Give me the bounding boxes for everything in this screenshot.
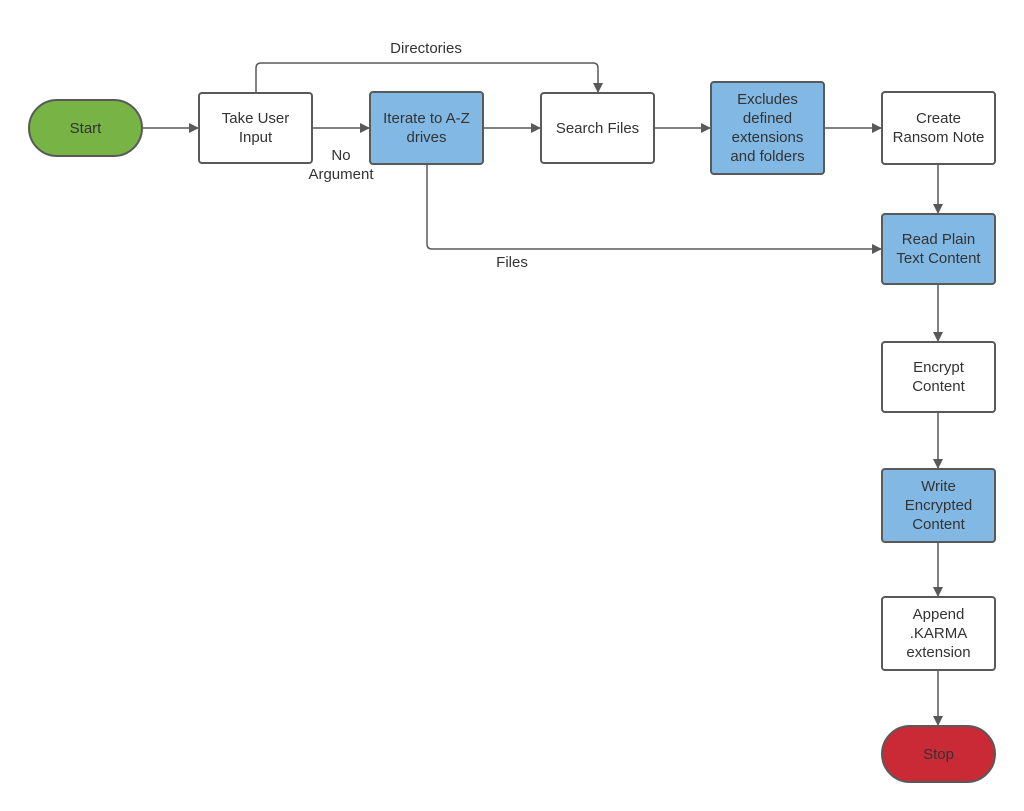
iterate-drives-node: Iterate to A-Z drives (369, 91, 484, 165)
create-ransom-note-node: Create Ransom Note (881, 91, 996, 165)
append-extension-node: Append .KARMA extension (881, 596, 996, 671)
read-plain-text-node: Read Plain Text Content (881, 213, 996, 285)
start-node: Start (28, 99, 143, 157)
search-files-node: Search Files (540, 92, 655, 164)
encrypt-content-node: Encrypt Content (881, 341, 996, 413)
edge-iterate-to-read-files (426, 165, 882, 254)
edge-label-files: Files (496, 254, 528, 271)
edge-label-directories: Directories (390, 40, 462, 57)
excludes-node: Excludes defined extensions and folders (710, 81, 825, 175)
edge-input-to-search-directories (255, 62, 603, 93)
stop-node: Stop (881, 725, 996, 783)
edge-label-no-argument: No Argument (308, 147, 374, 183)
write-encrypted-node: Write Encrypted Content (881, 468, 996, 543)
take-user-input-node: Take User Input (198, 92, 313, 164)
